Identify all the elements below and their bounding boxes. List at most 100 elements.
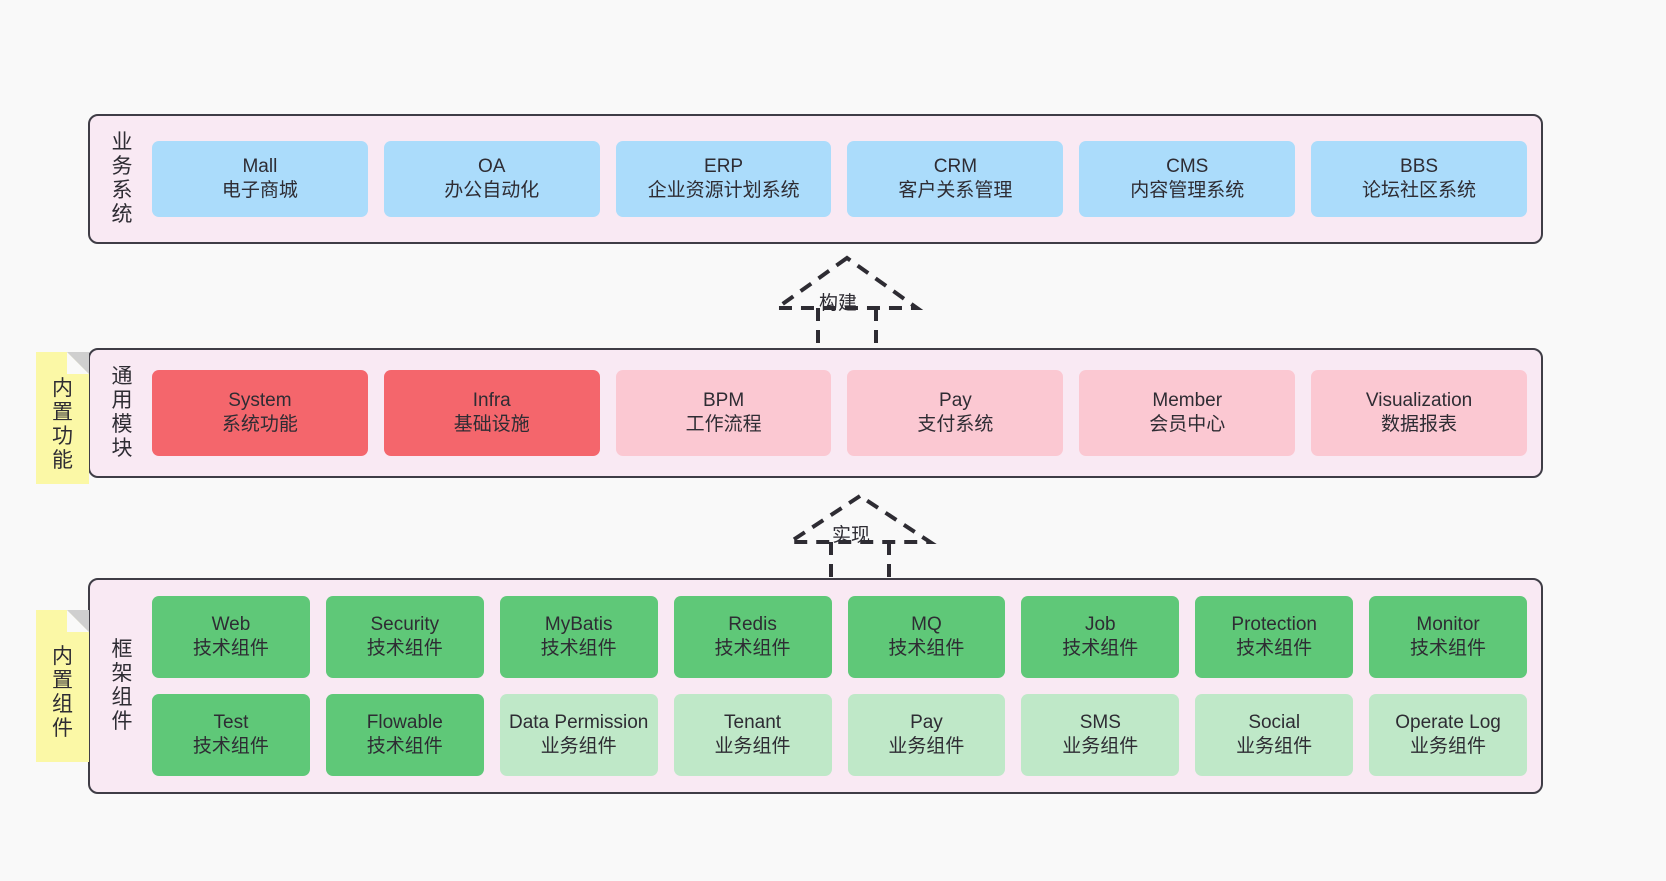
card-title: Test	[213, 712, 249, 734]
card-title: Mall	[242, 156, 278, 178]
note-fold-icon	[67, 610, 89, 632]
card-title: Member	[1152, 390, 1223, 412]
card-title: Protection	[1231, 614, 1317, 636]
card-title: Pay	[910, 712, 943, 734]
layer-framework-label: 框 架 组 件	[111, 638, 133, 733]
card-subtitle: 业务组件	[1062, 736, 1139, 757]
note-builtin-components-text: 内 置 组 件	[52, 645, 73, 740]
card-subtitle: 技术组件	[714, 638, 791, 659]
card-title: Web	[211, 614, 251, 636]
card-subtitle: 基础设施	[453, 414, 530, 435]
card-subtitle: 会员中心	[1149, 414, 1226, 435]
card-subtitle: 技术组件	[888, 638, 965, 659]
card-title: BBS	[1400, 156, 1439, 178]
card-subtitle: 技术组件	[1410, 638, 1487, 659]
card-subtitle: 技术组件	[1062, 638, 1139, 659]
note-builtin-features-text: 内 置 功 能	[52, 377, 73, 472]
note-fold-icon	[67, 352, 89, 374]
card-title: Monitor	[1416, 614, 1480, 636]
generalization-arrow-build	[770, 255, 924, 348]
card-subtitle: 论坛社区系统	[1362, 180, 1477, 201]
card-title: Tenant	[724, 712, 782, 734]
card-title: Security	[370, 614, 440, 636]
connector-build: 构建	[757, 252, 937, 348]
card-subtitle: 支付系统	[917, 414, 994, 435]
connector-implement: 实现	[770, 490, 950, 578]
card-subtitle: 客户关系管理	[898, 180, 1013, 201]
card-subtitle: 业务组件	[714, 736, 791, 757]
card-title: Redis	[728, 614, 777, 636]
card-title: BPM	[702, 390, 745, 412]
card-subtitle: 技术组件	[192, 638, 269, 659]
layer-business-label: 业 务 系 统	[111, 131, 133, 226]
card-title: ERP	[704, 156, 744, 178]
card-title: Pay	[939, 390, 972, 412]
card-title: MyBatis	[544, 614, 613, 636]
card-subtitle: 数据报表	[1381, 414, 1458, 435]
card-title: Data Permission	[508, 712, 649, 734]
card-subtitle: 技术组件	[192, 736, 269, 757]
connector-build-label: 构建	[819, 293, 858, 314]
card-title: Operate Log	[1395, 712, 1501, 734]
card-subtitle: 工作流程	[685, 414, 762, 435]
card-title: Flowable	[366, 712, 443, 734]
layer-common-label: 通 用 模 块	[111, 365, 133, 460]
card-subtitle: 业务组件	[540, 736, 617, 757]
card-subtitle: 办公自动化	[444, 180, 540, 201]
card-subtitle: 企业资源计划系统	[647, 180, 800, 201]
card-title: CRM	[933, 156, 978, 178]
card-title: Social	[1248, 712, 1301, 734]
card-subtitle: 技术组件	[366, 736, 443, 757]
card-title: MQ	[911, 614, 942, 636]
card-title: CMS	[1166, 156, 1209, 178]
card-title: Infra	[472, 390, 511, 412]
connector-implement-label: 实现	[832, 525, 871, 546]
card-title: SMS	[1079, 712, 1121, 734]
card-subtitle: 内容管理系统	[1130, 180, 1245, 201]
card-title: Visualization	[1365, 390, 1473, 412]
card-subtitle: 业务组件	[888, 736, 965, 757]
note-builtin-components: 内 置 组 件	[36, 610, 89, 762]
card-subtitle: 技术组件	[366, 638, 443, 659]
generalization-arrow-implement	[783, 493, 937, 578]
card-subtitle: 业务组件	[1410, 736, 1487, 757]
card-subtitle: 业务组件	[1236, 736, 1313, 757]
